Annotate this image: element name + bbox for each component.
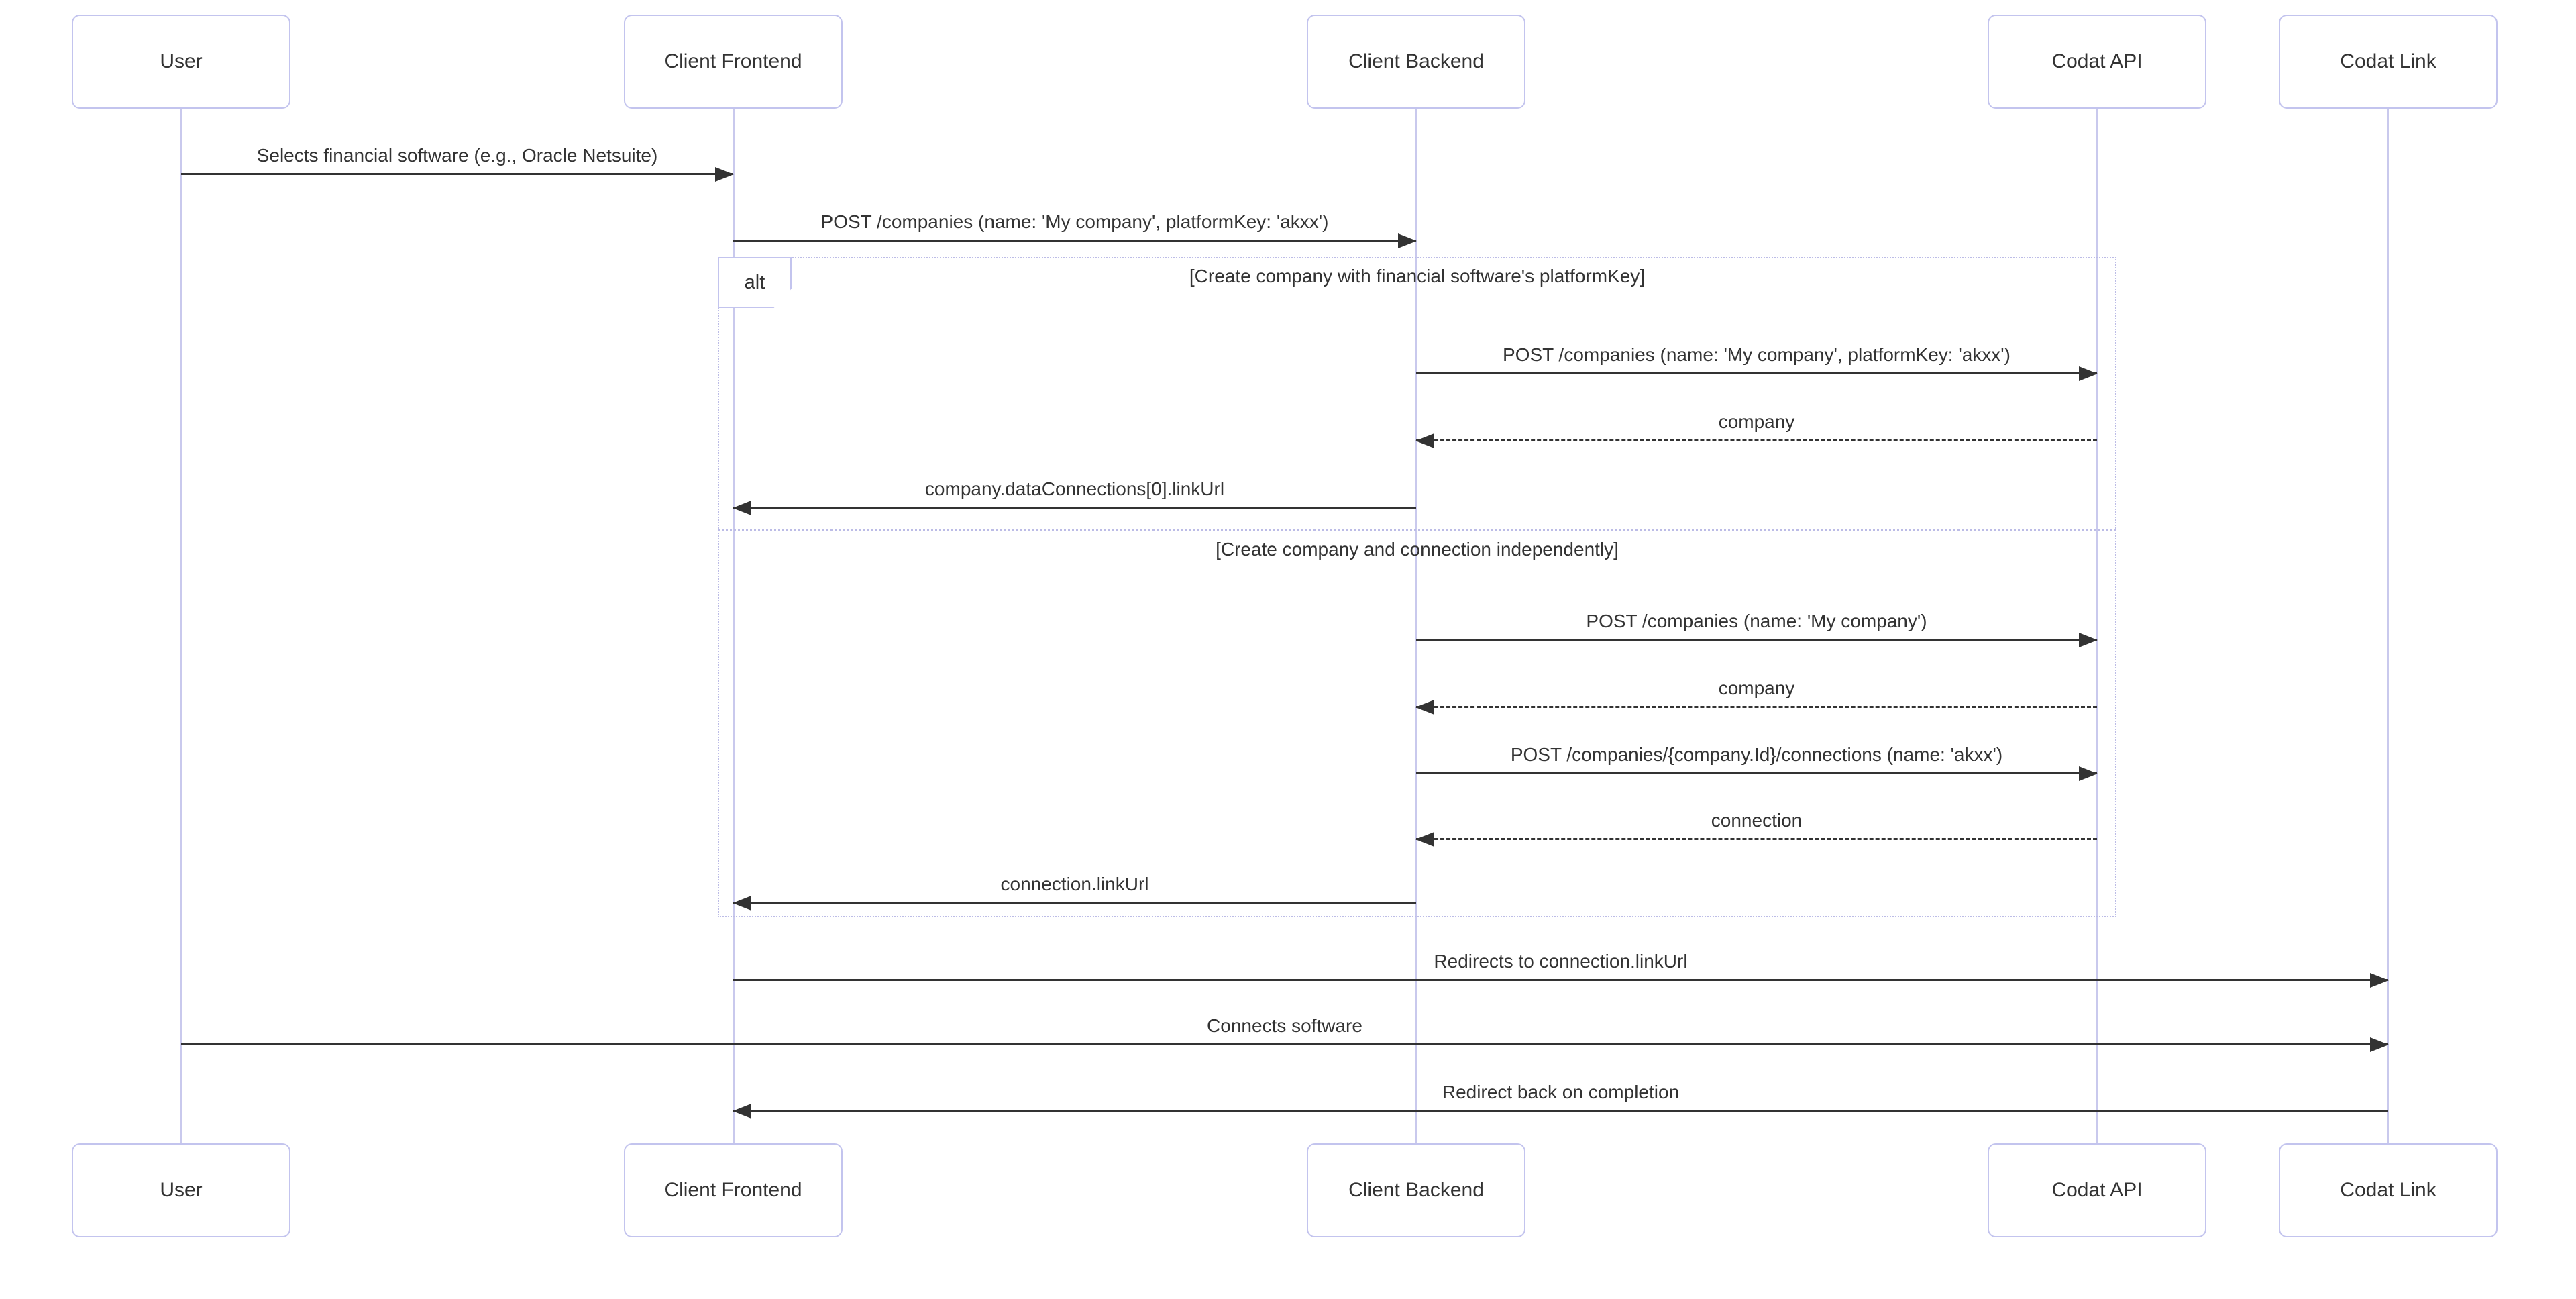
participant-codat-api-top: Codat API [1988,15,2206,109]
message-post-companies-platformkey-backend: POST /companies (name: 'My company', pla… [1416,342,2098,381]
message-label: Redirect back on completion [1442,1082,1680,1102]
message-label: POST /companies (name: 'My company', pla… [820,211,1329,232]
message-label: Connects software [1207,1015,1362,1036]
message-line [1416,372,2097,374]
message-label: company [1718,411,1795,432]
message-line [1416,639,2097,641]
arrowhead-right-icon [2370,973,2389,988]
participant-label: User [160,1179,203,1201]
arrowhead-left-icon [1415,700,1434,715]
participant-label: Client Backend [1348,50,1484,72]
arrowhead-right-icon [715,167,734,182]
message-post-companies-platformkey-frontend: POST /companies (name: 'My company', pla… [733,209,1417,248]
arrowhead-right-icon [2079,766,2098,781]
arrowhead-right-icon [1398,233,1417,248]
lifeline-user [180,109,182,1143]
arrowhead-right-icon [2079,633,2098,647]
message-company-return-1: company [1415,409,2097,448]
arrowhead-left-icon [733,1104,751,1119]
arrowhead-left-icon [733,501,751,515]
alt-operator-text: alt [744,271,765,293]
message-line [1416,772,2097,774]
message-label: connection.linkUrl [1000,874,1149,894]
message-redirects-to-linkurl: Redirects to connection.linkUrl [733,949,2389,988]
message-label: connection [1711,810,1803,831]
message-redirect-back: Redirect back on completion [733,1080,2388,1119]
arrowhead-left-icon [733,896,751,911]
message-label: Redirects to connection.linkUrl [1434,951,1688,972]
arrowhead-left-icon [1415,433,1434,448]
message-connects-software: Connects software [181,1013,2389,1052]
message-label: Selects financial software (e.g., Oracle… [256,145,658,166]
arrowhead-left-icon [1415,832,1434,847]
message-company-return-2: company [1415,676,2097,715]
participant-label: Codat API [2051,1179,2143,1201]
message-line [1416,706,2097,708]
message-label: POST /companies (name: 'My company') [1586,611,1927,631]
message-line [733,1110,2388,1112]
message-line [1416,439,2097,441]
message-line [733,902,1416,904]
alt-condition-2: [Create company and connection independe… [1216,539,1619,560]
message-post-connections: POST /companies/{company.Id}/connections… [1416,742,2098,781]
message-label: POST /companies (name: 'My company', pla… [1503,344,2010,365]
arrowhead-right-icon [2079,366,2098,381]
message-line [733,240,1416,242]
participant-client-backend-top: Client Backend [1307,15,1525,109]
participant-client-backend-bottom: Client Backend [1307,1143,1525,1237]
alt-fragment-frame [718,257,2116,917]
lifeline-codat-link [2387,109,2389,1143]
message-selects-software: Selects financial software (e.g., Oracle… [181,143,734,182]
participant-label: Codat API [2051,50,2143,72]
participant-label: Client Frontend [664,1179,802,1201]
message-line [733,507,1416,509]
message-label: company.dataConnections[0].linkUrl [924,478,1225,499]
message-connection-return: connection [1415,808,2097,847]
message-connection-linkurl: connection.linkUrl [733,872,1416,911]
message-label: POST /companies/{company.Id}/connections… [1510,744,2003,765]
participant-label: Client Backend [1348,1179,1484,1201]
arrowhead-right-icon [2370,1037,2389,1052]
participant-label: Codat Link [2340,50,2436,72]
message-line [181,173,733,175]
participant-codat-api-bottom: Codat API [1988,1143,2206,1237]
alt-condition-1: [Create company with financial software'… [1189,266,1646,287]
lifeline-codat-api [2096,109,2098,1143]
participant-codat-link-bottom: Codat Link [2279,1143,2498,1237]
message-dataconnections-linkurl: company.dataConnections[0].linkUrl [733,476,1416,515]
lifeline-client-frontend [733,109,735,1143]
lifeline-client-backend [1415,109,1417,1143]
alt-divider [718,529,2116,531]
participant-codat-link-top: Codat Link [2279,15,2498,109]
alt-operator-label: alt [718,257,792,308]
participant-user-top: User [72,15,290,109]
participant-label: Codat Link [2340,1179,2436,1201]
participant-client-frontend-bottom: Client Frontend [624,1143,843,1237]
message-line [733,979,2388,981]
message-post-companies-name-only: POST /companies (name: 'My company') [1416,609,2098,647]
message-label: company [1718,678,1795,698]
participant-client-frontend-top: Client Frontend [624,15,843,109]
participant-label: User [160,50,203,72]
message-line [1416,838,2097,840]
participant-user-bottom: User [72,1143,290,1237]
participant-label: Client Frontend [664,50,802,72]
message-line [181,1043,2388,1045]
